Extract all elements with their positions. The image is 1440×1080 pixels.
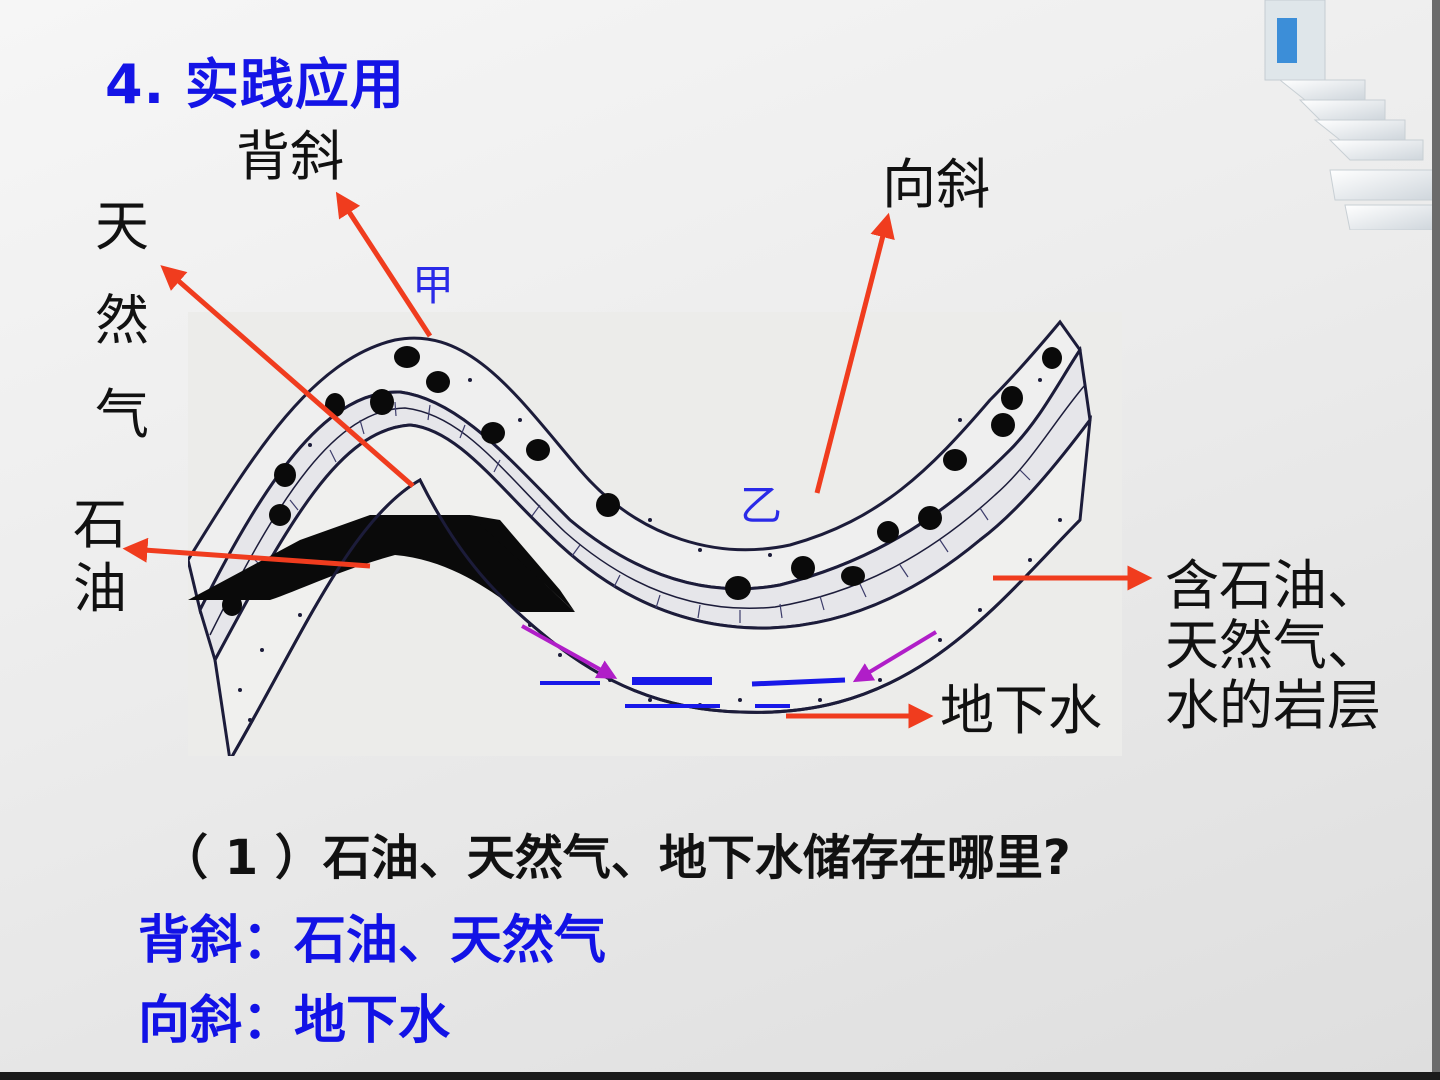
label-rock-line: 天然气、 (1165, 614, 1381, 677)
answer-anticline: 背斜：石油、天然气 (138, 911, 607, 971)
label-oil: 石 油 (70, 493, 130, 621)
label-oil-char: 油 (73, 557, 127, 620)
label-gas-char: 天 (95, 195, 149, 258)
arrow-anticline (335, 191, 433, 338)
label-rock-line: 含石油、 (1165, 554, 1381, 617)
label-groundwater: 地下水 (940, 679, 1102, 742)
oil-layer (188, 515, 575, 612)
label-rock-line: 水的岩层 (1165, 674, 1381, 737)
answer-syncline: 向斜：地下水 (138, 991, 451, 1051)
label-anticline: 背斜 (236, 125, 344, 188)
frame-edge-bottom (0, 1072, 1440, 1080)
label-gas-char: 气 (95, 383, 149, 446)
label-oil-char: 石 (73, 493, 127, 556)
label-syncline: 向斜 (882, 153, 990, 216)
label-rock-layer: 含石油、 天然气、 水的岩层 (1165, 556, 1381, 736)
arrow-oil (122, 537, 371, 569)
label-natural-gas: 天 然 气 (92, 180, 152, 462)
slide-title: 4. 实践应用 (105, 53, 405, 116)
frame-edge-right (1432, 0, 1440, 1080)
label-yi: 乙 (740, 481, 783, 530)
flow-arrow-right (852, 630, 938, 683)
staircase-decoration (1264, 0, 1436, 230)
flow-arrow-left (521, 624, 618, 679)
label-gas-char: 然 (95, 289, 149, 352)
label-jia: 甲 (412, 261, 455, 310)
question-text: （ 1 ）石油、天然气、地下水储存在哪里? (160, 830, 1071, 886)
pebbles (222, 346, 1062, 616)
arrow-syncline (814, 212, 895, 494)
arrow-gas (160, 265, 415, 488)
groundwater-lines (540, 677, 846, 708)
